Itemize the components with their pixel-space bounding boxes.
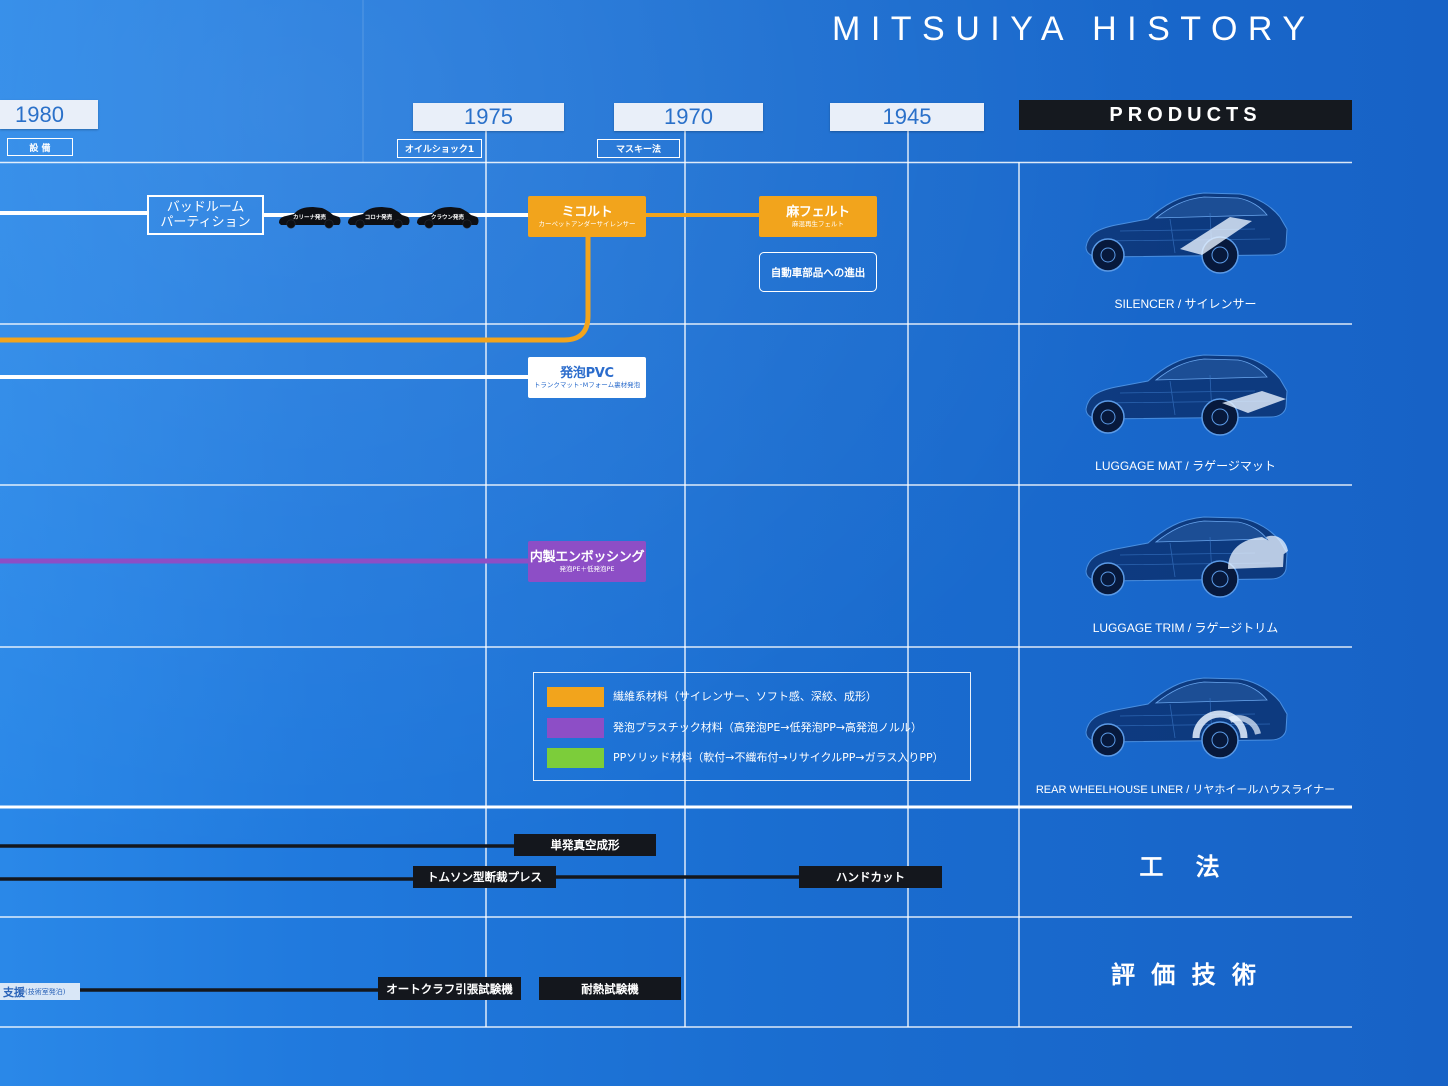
- embossing-title: 内製エンボッシング: [529, 549, 645, 565]
- support-badge: 支援 (技術室発泊): [0, 983, 80, 1000]
- partition-box: バッドルーム パーティション: [147, 195, 264, 235]
- asa-felt-title: 麻フェルト: [786, 204, 850, 220]
- asa-felt-box: 麻フェルト 麻混再生フェルト: [759, 196, 877, 237]
- micolt-sub: カーペットアンダーサイレンサー: [538, 219, 636, 228]
- year-1945: 1945: [830, 103, 984, 131]
- method-thomson-press: トムソン型断裁プレス: [413, 866, 556, 888]
- micolt-box: ミコルト カーペットアンダーサイレンサー: [528, 196, 646, 237]
- method-hand-cut: ハンドカット: [799, 866, 942, 888]
- product-label-luggage-trim: LUGGAGE TRIM / ラゲージトリム: [1092, 621, 1279, 635]
- eval-tensile-tester: オートクラフ引張試験機: [378, 977, 521, 1000]
- legend-text-fiber: 繊維系材料（サイレンサー、ソフト感、深絞、成形）: [613, 690, 877, 703]
- wheelhouse-liner-car-illustration: [1080, 668, 1290, 768]
- support-note: (技術室発泊): [25, 987, 66, 996]
- legend-swatch-solid: [547, 748, 604, 768]
- silencer-part-highlight: [1180, 217, 1252, 255]
- car-corona-label: コロナ発売: [364, 215, 393, 221]
- methods-label: 工 法: [1139, 853, 1232, 881]
- product-label-luggage-mat: LUGGAGE MAT / ラゲージマット: [1095, 459, 1276, 473]
- evaluation-label: 評 価 技 術: [1110, 961, 1261, 989]
- year-1975: 1975: [413, 103, 564, 131]
- car-carina-label: カリーナ発売: [292, 215, 326, 221]
- luggage-mat-part-highlight: [1222, 391, 1286, 413]
- material-legend: 繊維系材料（サイレンサー、ソフト感、深絞、成形） 発泡プラスチック材料（高発泡P…: [533, 672, 971, 781]
- luggage-mat-car-illustration: [1080, 345, 1290, 445]
- legend-swatch-fiber: [547, 687, 604, 707]
- year-1970-sub: マスキー法: [597, 139, 680, 158]
- luggage-trim-part-highlight: [1228, 535, 1288, 569]
- year-1975-sub: オイルショック1: [397, 139, 482, 158]
- year-1980-sub: 設 備: [7, 138, 73, 156]
- product-label-rear-wheelhouse-liner: REAR WHEELHOUSE LINER / リヤホイールハウスライナー: [1035, 784, 1336, 796]
- foam-pvc-sub: トランクマット･Mフォーム裏材発泡: [533, 380, 641, 389]
- legend-text-foam: 発泡プラスチック材料（高発泡PE→低発泡PP→高発泡ノルル）: [613, 721, 923, 734]
- car-carina: カリーナ発売: [277, 205, 342, 229]
- legend-text-solid: PPソリッド材料（軟付→不織布付→リサイクルPP→ガラス入りPP）: [613, 751, 944, 764]
- embossing-box: 内製エンボッシング 発泡PE＋低発泡PE: [528, 541, 646, 582]
- silencer-car-illustration: [1080, 183, 1290, 283]
- luggage-trim-car-illustration: [1080, 507, 1288, 607]
- support-label: 支援: [3, 985, 25, 999]
- asa-felt-sub: 麻混再生フェルト: [792, 219, 844, 228]
- car-crown: クラウン発売: [415, 205, 480, 229]
- foam-pvc-title: 発泡PVC: [560, 365, 614, 381]
- product-label-silencer: SILENCER / サイレンサー: [1114, 297, 1257, 311]
- method-vacuum-forming: 単発真空成形: [514, 834, 656, 856]
- eval-heat-tester: 耐熱試験機: [539, 977, 681, 1000]
- wheelhouse-liner-part-highlight: [1192, 710, 1248, 739]
- foam-pvc-box: 発泡PVC トランクマット･Mフォーム裏材発泡: [528, 357, 646, 398]
- year-1970: 1970: [614, 103, 763, 131]
- partition-line-2: パーティション: [160, 215, 251, 230]
- auto-parts-entry-box: 自動車部品への進出: [759, 252, 877, 292]
- micolt-title: ミコルト: [561, 204, 613, 220]
- partition-line-1: バッドルーム: [166, 200, 245, 215]
- car-corona: コロナ発売: [346, 205, 411, 229]
- fiber-line-curve: [0, 237, 591, 343]
- embossing-sub: 発泡PE＋低発泡PE: [559, 564, 615, 573]
- year-1980: 1980: [0, 100, 98, 129]
- car-crown-label: クラウン発売: [430, 215, 464, 221]
- page-title: MITSUIYA HISTORY: [832, 10, 1316, 48]
- legend-swatch-foam: [547, 718, 604, 738]
- products-header: PRODUCTS: [1019, 100, 1352, 130]
